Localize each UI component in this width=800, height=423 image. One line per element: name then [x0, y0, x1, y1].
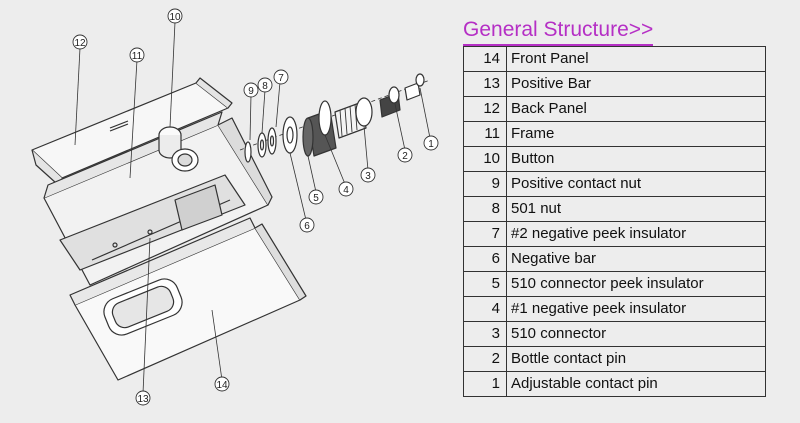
part-name: Bottle contact pin	[506, 346, 766, 372]
part-name: 510 connector	[506, 321, 766, 347]
svg-text:9: 9	[248, 86, 254, 97]
part-name: Adjustable contact pin	[506, 371, 766, 397]
part-number: 1	[463, 371, 507, 397]
callout-13: 13	[135, 390, 151, 406]
part-name: Back Panel	[506, 96, 766, 122]
callout-4: 4	[338, 181, 354, 197]
callout-2: 2	[397, 147, 413, 163]
svg-text:2: 2	[402, 151, 408, 162]
callout-14: 14	[214, 376, 230, 392]
svg-text:6: 6	[304, 221, 310, 232]
part-number: 7	[463, 221, 507, 247]
table-row: 7#2 negative peek insulator	[463, 221, 766, 247]
part-number: 14	[463, 46, 507, 72]
part-name: Positive contact nut	[506, 171, 766, 197]
part-name: Negative bar	[506, 246, 766, 272]
svg-text:4: 4	[343, 185, 349, 196]
callout-6: 6	[299, 217, 315, 233]
part-number: 4	[463, 296, 507, 322]
svg-text:1: 1	[428, 139, 434, 150]
svg-text:8: 8	[262, 81, 268, 92]
callout-5: 5	[308, 189, 324, 205]
part-number: 13	[463, 71, 507, 97]
back-panel-drawing	[31, 77, 233, 193]
part-number: 3	[463, 321, 507, 347]
part-name: 501 nut	[506, 196, 766, 222]
callout-3: 3	[360, 167, 376, 183]
connector-stack-drawing	[239, 73, 431, 163]
part-name: Button	[506, 146, 766, 172]
table-row: 4#1 negative peek insulator	[463, 296, 766, 322]
svg-text:3: 3	[365, 171, 371, 182]
callout-7: 7	[273, 69, 289, 85]
part-name: 510 connector peek insulator	[506, 271, 766, 297]
callout-10: 10	[167, 8, 183, 24]
part-number: 6	[463, 246, 507, 272]
frame-drawing	[43, 111, 273, 286]
part-number: 10	[463, 146, 507, 172]
part-name: Positive Bar	[506, 71, 766, 97]
front-panel-drawing	[69, 217, 307, 381]
section-title: General Structure>>	[463, 18, 654, 46]
part-number: 11	[463, 121, 507, 147]
svg-text:12: 12	[74, 38, 86, 49]
part-name: #1 negative peek insulator	[506, 296, 766, 322]
part-name: #2 negative peek insulator	[506, 221, 766, 247]
callout-11: 11	[129, 47, 145, 63]
exploded-view-diagram: 12 11 10 9 8 7 1 2 3 4 5 6 13 14	[31, 8, 439, 406]
part-number: 2	[463, 346, 507, 372]
callout-12: 12	[72, 34, 88, 50]
callout-9: 9	[243, 82, 259, 98]
callouts: 12 11 10 9 8 7 1 2 3 4 5 6 13 14	[72, 8, 439, 406]
svg-text:5: 5	[313, 193, 319, 204]
svg-text:7: 7	[278, 73, 284, 84]
part-number: 9	[463, 171, 507, 197]
leader-lines	[74, 21, 431, 394]
svg-text:10: 10	[169, 12, 181, 23]
part-number: 8	[463, 196, 507, 222]
svg-text:11: 11	[132, 51, 143, 62]
svg-text:13: 13	[137, 394, 149, 405]
callout-1: 1	[423, 135, 439, 151]
part-number: 12	[463, 96, 507, 122]
button-drawing	[158, 126, 199, 172]
svg-text:14: 14	[216, 380, 228, 391]
part-name: Front Panel	[506, 46, 766, 72]
callout-8: 8	[257, 77, 273, 93]
part-number: 5	[463, 271, 507, 297]
part-name: Frame	[506, 121, 766, 147]
